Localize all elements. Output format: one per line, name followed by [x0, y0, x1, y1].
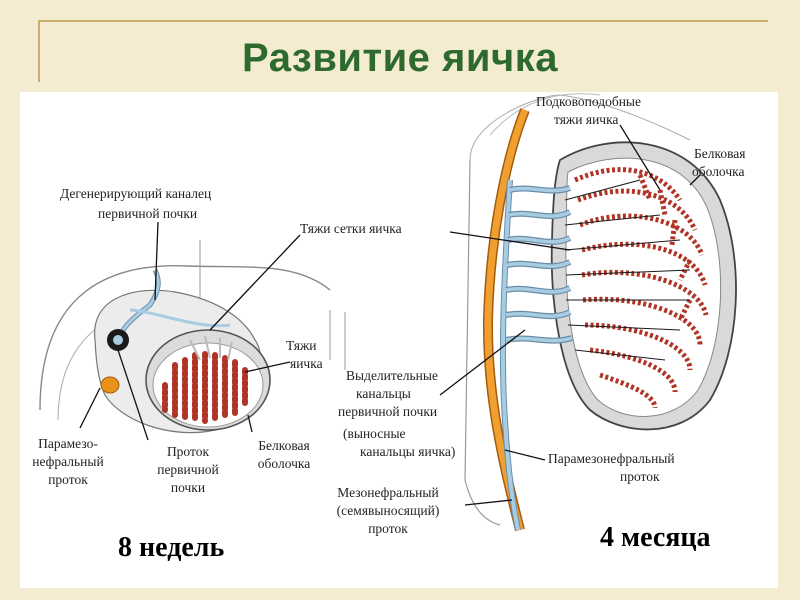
label-mesonephric-3: проток	[368, 521, 408, 536]
left-testis-cords	[162, 351, 248, 424]
right-ducts	[482, 108, 573, 532]
left-testis	[145, 329, 271, 431]
left-ducts	[100, 268, 231, 394]
label-cords-2: яичка	[290, 356, 323, 371]
label-excretory-4: (выносные	[343, 426, 406, 441]
label-albuginea-left-1: Белковая	[258, 438, 310, 453]
stage-label-4-months: 4 месяца	[600, 522, 711, 553]
label-albuginea-right-1: Белковая	[694, 146, 746, 161]
label-paramesonephric-right-1: Парамезонефральный	[548, 451, 675, 466]
label-mesonephric-1: Мезонефральный	[337, 485, 438, 500]
frame-line-left	[38, 20, 40, 82]
label-paramesonephric-2: нефральный	[32, 454, 103, 469]
left-paramesonephric-duct	[100, 376, 120, 394]
label-horseshoe-2: тяжи яичка	[554, 112, 618, 127]
label-albuginea-right-2: оболочка	[692, 164, 744, 179]
labels: Дегенерирующий каналец первичной почки Т…	[32, 94, 745, 563]
stage-label-8-weeks: 8 недель	[118, 532, 224, 563]
horseshoe-cords	[573, 167, 709, 409]
label-excretory-5: канальцы яичка)	[360, 444, 455, 459]
label-excretory-1: Выделительные	[346, 368, 438, 383]
left-leader-lines	[79, 221, 301, 441]
label-horseshoe-1: Подковоподобные	[536, 94, 641, 109]
label-paramesonephric-3: проток	[48, 472, 88, 487]
label-paramesonephric-1: Парамезо-	[38, 436, 98, 451]
slide-title: Развитие яичка	[242, 36, 558, 80]
label-cords-1: Тяжи	[286, 338, 317, 353]
label-mesonephric-2: (семявыносящий)	[337, 503, 440, 518]
right-body-outline	[464, 93, 691, 526]
right-testis	[550, 141, 737, 431]
label-primary-duct-3: почки	[171, 480, 205, 495]
testis-septa	[564, 179, 691, 361]
label-excretory-2: канальцы	[356, 386, 411, 401]
right-leader-lines	[439, 124, 701, 506]
label-primary-duct-1: Проток	[167, 444, 210, 459]
label-degenerating-tubule-2: первичной почки	[98, 206, 197, 221]
label-albuginea-left-2: оболочка	[258, 456, 310, 471]
label-excretory-3: первичной почки	[338, 404, 437, 419]
label-rete-cords: Тяжи сетки яичка	[300, 221, 402, 236]
label-degenerating-tubule-1: Дегенерирующий каналец	[60, 186, 211, 201]
frame-line-top	[38, 20, 768, 22]
label-primary-duct-2: первичной	[157, 462, 219, 477]
label-paramesonephric-right-2: проток	[620, 469, 660, 484]
